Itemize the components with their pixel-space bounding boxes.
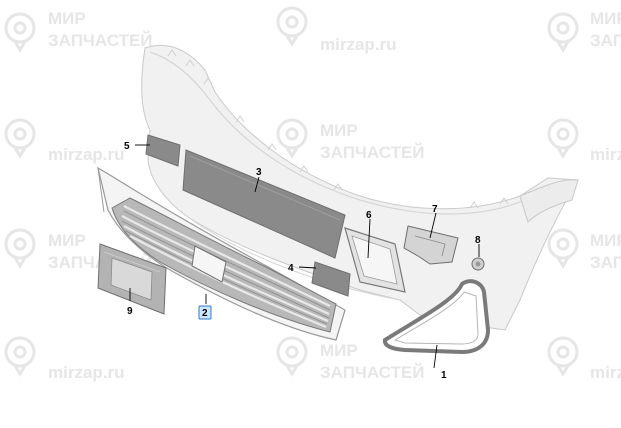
callout-8[interactable]: 8 bbox=[475, 235, 481, 246]
watermark-domain: mirzap.ru bbox=[48, 145, 125, 164]
watermark-brand-line2: ЗАПЧАСТЕЙ bbox=[590, 253, 621, 272]
watermark-domain: mirzap.ru bbox=[48, 363, 125, 382]
watermark-domain: mirzap.ru bbox=[320, 35, 397, 54]
bumper-cover bbox=[141, 44, 579, 331]
watermark-logo-icon bbox=[276, 118, 308, 159]
part-6-air-duct bbox=[344, 227, 406, 293]
part-8-clip bbox=[471, 257, 485, 271]
watermark-logo-icon bbox=[4, 228, 36, 269]
part-2-lower-grille bbox=[97, 166, 346, 341]
watermark-brand-line1: МИР bbox=[590, 9, 621, 28]
part-9-license-plate-bracket bbox=[97, 243, 167, 315]
watermark-logo-icon bbox=[547, 228, 579, 269]
watermark-logo-icon bbox=[276, 6, 308, 47]
callout-6[interactable]: 6 bbox=[366, 210, 372, 221]
part-4-lower-cover bbox=[311, 261, 351, 297]
watermark-domain: mirzap.ru bbox=[590, 363, 621, 382]
callout-2-highlight bbox=[198, 305, 212, 320]
watermark-brand-line1: МИР bbox=[320, 121, 358, 140]
callout-5[interactable]: 5 bbox=[124, 141, 130, 152]
part-5-left-bracket bbox=[145, 134, 181, 167]
callout-9[interactable]: 9 bbox=[127, 306, 133, 317]
watermark-layer: МИР ЗАПЧАСТЕЙ mirzap.ru МИР ЗАПЧАСТЕЙ mi… bbox=[4, 6, 621, 382]
watermark-brand-line2: ЗАПЧАСТЕЙ bbox=[48, 31, 153, 50]
callout-1[interactable]: 1 bbox=[441, 370, 447, 381]
watermark-logo-icon bbox=[547, 118, 579, 159]
watermark-brand-line2: ЗАПЧАСТЕЙ bbox=[320, 143, 425, 162]
watermark-brand-line1: МИР bbox=[590, 231, 621, 250]
part-7-mounting-bracket bbox=[403, 225, 459, 265]
watermark-logo-icon bbox=[4, 118, 36, 159]
watermark-brand-line1: МИР bbox=[48, 231, 86, 250]
watermark-brand-line2: ЗАПЧАСТЕЙ bbox=[590, 31, 621, 50]
part-3-center-reinforcement bbox=[182, 149, 346, 259]
watermark-logo-icon bbox=[276, 336, 308, 377]
watermark-domain: mirzap.ru bbox=[590, 145, 621, 164]
callout-7[interactable]: 7 bbox=[432, 204, 438, 215]
part-1-fog-lamp-trim bbox=[382, 279, 491, 355]
watermark-logo-icon bbox=[4, 12, 36, 53]
watermark-logo-icon bbox=[547, 336, 579, 377]
watermark-logo-icon bbox=[4, 336, 36, 377]
callout-labels: 1 2 3 4 5 6 7 8 9 bbox=[124, 141, 481, 381]
callout-3[interactable]: 3 bbox=[256, 167, 262, 178]
watermark-brand-line1: МИР bbox=[48, 9, 86, 28]
watermark-brand-line2: ЗАПЧАСТЕЙ bbox=[320, 363, 425, 382]
watermark-brand-line1: МИР bbox=[320, 341, 358, 360]
watermark-logo-icon bbox=[547, 12, 579, 53]
callout-2[interactable]: 2 bbox=[202, 308, 208, 319]
leader-lines bbox=[129, 144, 480, 369]
callout-4[interactable]: 4 bbox=[288, 263, 294, 274]
